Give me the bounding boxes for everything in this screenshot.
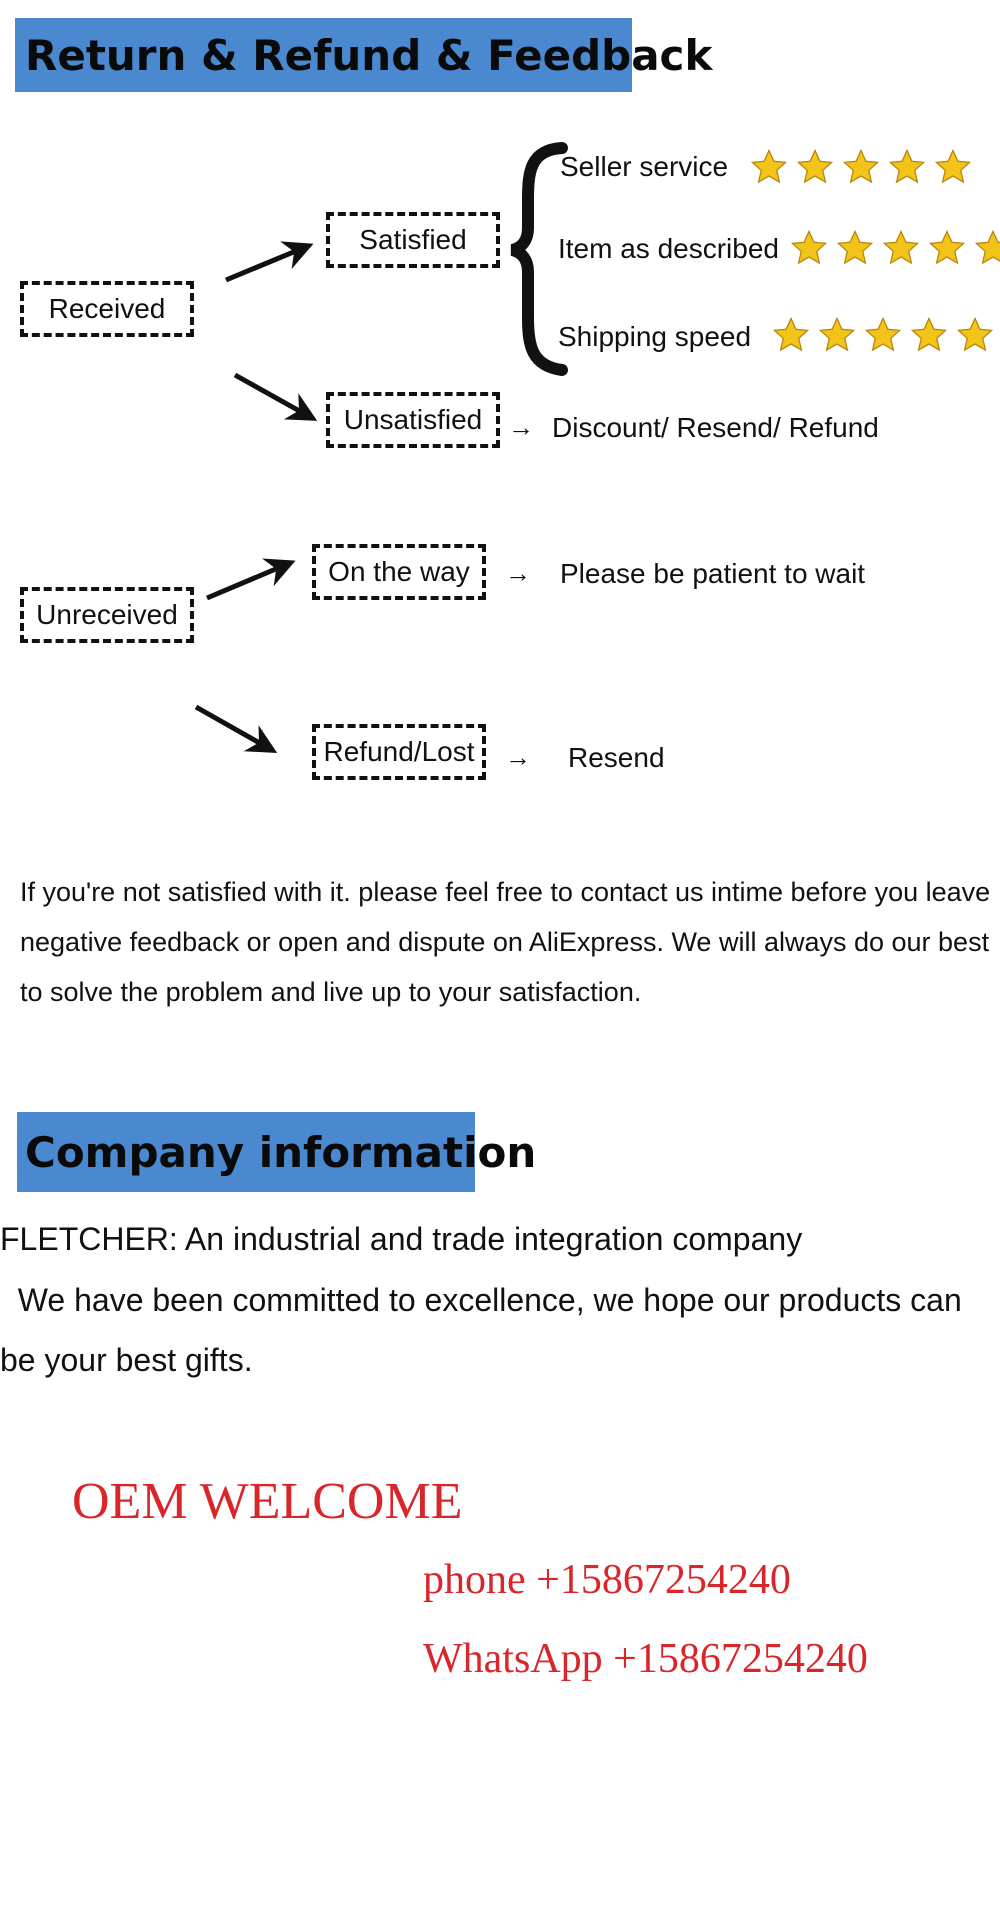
phone-number: phone +15867254240	[423, 1557, 791, 1603]
return-refund-feedback-banner: Return & Refund & Feedback	[15, 18, 712, 92]
whatsapp-number: WhatsApp +15867254240	[423, 1636, 868, 1682]
received-label: Received	[48, 293, 166, 324]
refund-lost-result: Resend	[568, 742, 665, 773]
arrow-to-unsatisfied	[233, 372, 318, 421]
arrow-to-on-the-way	[206, 558, 296, 601]
unsatisfied-result: Discount/ Resend/ Refund	[552, 412, 879, 443]
star-icon	[790, 229, 828, 265]
stars-item-as-described	[790, 229, 1000, 267]
star-icon	[888, 148, 926, 184]
star-icon	[928, 229, 966, 265]
star-icon	[836, 229, 874, 265]
star-icon	[882, 229, 920, 265]
star-icon	[796, 148, 834, 184]
star-icon	[750, 148, 788, 184]
rating-label-seller-service: Seller service	[560, 151, 729, 182]
banner-title: Return & Refund & Feedback	[25, 30, 713, 80]
on-the-way-result: Please be patient to wait	[560, 558, 866, 589]
oem-welcome: OEM WELCOME	[72, 1473, 463, 1530]
rating-label-shipping-speed: Shipping speed	[558, 321, 752, 352]
on-the-way-label: On the way	[328, 556, 470, 587]
arrow-glyph-refund-lost: →	[505, 742, 531, 772]
stars-seller-service	[750, 148, 972, 186]
company-information-banner: Company information	[17, 1112, 536, 1192]
feedback-note: If you're not satisfied with it. please …	[20, 877, 991, 1007]
refund-lost-label: Refund/Lost	[323, 736, 475, 767]
rating-label-item-as-described: Item as described	[558, 233, 779, 264]
refund-lost-box: Refund/Lost	[312, 724, 486, 780]
satisfied-box: Satisfied	[326, 212, 500, 268]
received-box: Received	[20, 281, 194, 337]
unsatisfied-box: Unsatisfied	[326, 392, 500, 448]
star-icon	[842, 148, 880, 184]
arrow-to-satisfied	[225, 241, 314, 283]
company-banner-title: Company information	[25, 1127, 537, 1177]
unsatisfied-label: Unsatisfied	[343, 404, 483, 435]
curly-brace	[510, 142, 568, 376]
arrow-glyph-on-the-way: →	[505, 558, 531, 588]
star-icon	[956, 316, 994, 352]
unreceived-label: Unreceived	[36, 599, 178, 630]
company-line-2: We have been committed to excellence, we…	[0, 1282, 971, 1378]
star-icon	[934, 148, 972, 184]
star-icon	[818, 316, 856, 352]
star-icon	[772, 316, 810, 352]
star-icon	[974, 229, 1000, 265]
satisfied-label: Satisfied	[359, 224, 467, 255]
arrow-to-refund-lost	[194, 704, 278, 753]
arrow-glyph-unsatisfied: →	[508, 412, 534, 442]
star-icon	[864, 316, 902, 352]
company-line-1: FLETCHER: An industrial and trade integr…	[0, 1221, 803, 1257]
flow-arrows	[194, 142, 568, 753]
star-icon	[910, 316, 948, 352]
unreceived-box: Unreceived	[20, 587, 194, 643]
on-the-way-box: On the way	[312, 544, 486, 600]
stars-shipping-speed	[772, 316, 994, 354]
